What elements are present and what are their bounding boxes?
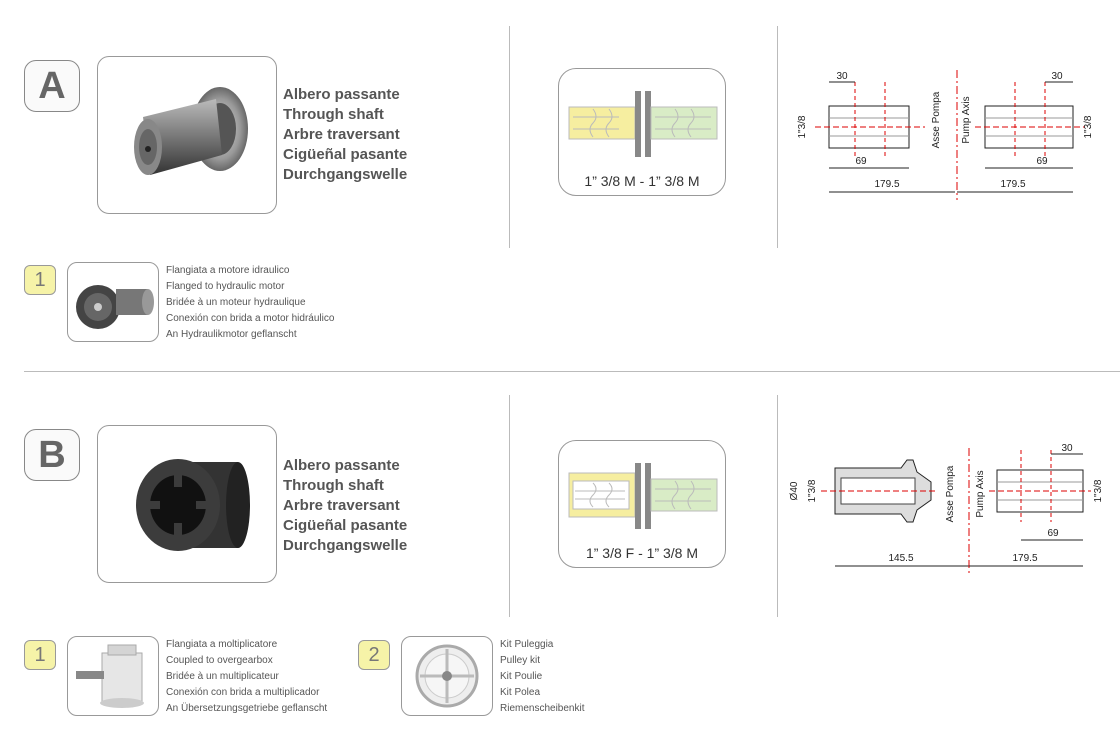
section-a-names: Albero passante Through shaft Arbre trav… (283, 85, 407, 185)
section-divider (24, 371, 1120, 372)
option-b1-description: Flangiata a moltiplicatore Coupled to ov… (166, 637, 327, 717)
section-a-photo (97, 56, 277, 214)
dim-a-left-total: 179.5 (874, 179, 899, 190)
option-b2-en: Pulley kit (500, 655, 541, 666)
name-fr: Arbre traversant (283, 126, 400, 143)
option-b2-badge: 2 (358, 640, 390, 670)
axis-b-en: Pump Axis (975, 470, 986, 517)
option-b1-number: 1 (34, 643, 46, 666)
option-b2-description: Kit Puleggia Pulley kit Kit Poulie Kit P… (500, 637, 585, 717)
hydraulic-motor-image (76, 285, 154, 329)
option-b2-number: 2 (368, 643, 380, 666)
divider-a2 (777, 26, 778, 248)
dim-b-left-total: 145.5 (888, 553, 913, 564)
option-b2-de: Riemenscheibenkit (500, 703, 585, 714)
axis-b-it: Asse Pompa (945, 465, 956, 522)
option-a1-it: Flangiata a motore idraulico (166, 265, 290, 276)
divider-a1 (509, 26, 510, 248)
name-de: Durchgangswelle (283, 537, 408, 554)
dim-a-right-side: 1"3/8 (1083, 115, 1094, 138)
name-it: Albero passante (283, 457, 400, 474)
section-a-shaft-diagram: 1” 3/8 M - 1” 3/8 M (558, 68, 726, 196)
option-b1-en: Coupled to overgearbox (166, 655, 273, 666)
option-b2-it: Kit Puleggia (500, 639, 554, 650)
dim-a-right-top: 30 (1051, 71, 1063, 82)
section-a-badge: A (24, 60, 80, 112)
female-male-shaft-icon (568, 463, 718, 529)
option-a1-description: Flangiata a motore idraulico Flanged to … (166, 263, 334, 343)
section-b-badge: B (24, 429, 80, 481)
dim-a-right-total: 179.5 (1000, 179, 1025, 190)
through-shaft-male-image (134, 87, 248, 175)
option-a1-de: An Hydraulikmotor geflanscht (166, 329, 297, 340)
dim-b-right-total: 179.5 (1012, 553, 1037, 564)
option-a1-es: Conexión con brida a motor hidráulico (166, 313, 335, 324)
name-fr: Arbre traversant (283, 497, 400, 514)
name-en: Through shaft (283, 477, 384, 494)
option-a1-number: 1 (34, 268, 46, 291)
option-a1-fr: Bridée à un moteur hydraulique (166, 297, 306, 308)
divider-b1 (509, 395, 510, 617)
option-b2-photo (401, 636, 493, 716)
dim-a-left-mid: 69 (855, 156, 867, 167)
overgearbox-image (76, 644, 144, 708)
dim-b-right-mid: 69 (1047, 528, 1059, 539)
option-b1-de: An Übersetzungsgetriebe geflanscht (166, 703, 328, 714)
option-b1-fr: Bridée à un multiplicateur (166, 671, 279, 682)
name-it: Albero passante (283, 86, 400, 103)
dim-b-left-dia: Ø40 (789, 481, 800, 500)
section-a-technical-drawing: 30 1"3/8 69 179.5 Asse Pompa Pump Axis 3… (797, 70, 1094, 200)
dim-a-right-mid: 69 (1036, 156, 1048, 167)
section-b-shaft-diagram: 1” 3/8 F - 1” 3/8 M (558, 440, 726, 568)
option-a1-en: Flanged to hydraulic motor (166, 281, 285, 292)
option-b1-it: Flangiata a moltiplicatore (166, 639, 278, 650)
section-b-photo (97, 425, 277, 583)
name-de: Durchgangswelle (283, 166, 408, 183)
option-a1-photo (67, 262, 159, 342)
section-b-names: Albero passante Through shaft Arbre trav… (283, 456, 407, 556)
option-a1-badge: 1 (24, 265, 56, 295)
section-b-technical-drawing: Ø40 1"3/8 145.5 Asse Pompa Pump Axis 30 … (789, 443, 1104, 576)
section-b-letter: B (38, 433, 66, 476)
section-a-letter: A (38, 64, 66, 107)
divider-b2 (777, 395, 778, 617)
axis-a-it: Asse Pompa (931, 91, 942, 148)
option-b2-fr: Kit Poulie (500, 671, 543, 682)
dim-b-right-top: 30 (1061, 443, 1073, 454)
pulley-image (415, 644, 479, 708)
name-es: Cigüeñal pasante (283, 517, 408, 534)
through-shaft-female-image (136, 459, 250, 551)
male-male-shaft-icon (568, 91, 718, 157)
dim-b-right-side: 1"3/8 (1093, 479, 1104, 502)
option-b1-badge: 1 (24, 640, 56, 670)
name-en: Through shaft (283, 106, 384, 123)
section-b-shaft-label: 1” 3/8 F - 1” 3/8 M (585, 545, 699, 561)
dim-a-left-top: 30 (836, 71, 848, 82)
option-b1-es: Conexión con brida a multiplicador (166, 687, 320, 698)
option-b1-photo (67, 636, 159, 716)
axis-a-en: Pump Axis (961, 96, 972, 143)
option-b2-es: Kit Polea (500, 687, 541, 698)
name-es: Cigüeñal pasante (283, 146, 408, 163)
dim-a-left-side: 1"3/8 (797, 115, 808, 138)
section-a-shaft-label: 1” 3/8 M - 1” 3/8 M (584, 173, 700, 189)
dim-b-left-side: 1"3/8 (807, 479, 818, 502)
